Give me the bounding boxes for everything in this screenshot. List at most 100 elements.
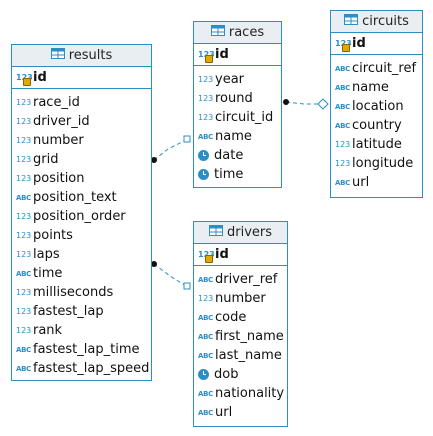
number-type-icon: 123 [16, 97, 32, 107]
pk-label: id [33, 70, 47, 85]
field-name: driver_id [33, 114, 90, 129]
field-name: fastest_lap_speed [33, 361, 150, 376]
number-type-icon: 123 [16, 173, 32, 183]
field-row[interactable]: dob [194, 365, 287, 384]
primary-key-row[interactable]: 123 id [194, 44, 281, 66]
entity-drivers[interactable]: drivers 123 id ABCdriver_ref123numberABC… [193, 221, 288, 427]
entity-header[interactable]: results [12, 45, 151, 67]
field-name: rank [33, 323, 63, 338]
pk-label: id [352, 36, 366, 51]
text-type-icon: ABC [198, 132, 213, 141]
entity-title: races [228, 25, 265, 40]
key-icon: 123 [16, 73, 33, 86]
text-type-icon: ABC [335, 178, 350, 187]
field-name: fastest_lap_time [33, 342, 140, 357]
text-type-icon: ABC [335, 102, 350, 111]
number-type-icon: 123 [16, 230, 32, 240]
field-name: circuit_ref [352, 61, 417, 76]
key-icon: 123 [198, 50, 215, 63]
text-type-icon: ABC [16, 193, 31, 202]
entity-circuits[interactable]: circuits 123 id ABCcircuit_refABCnameABC… [330, 10, 423, 198]
text-type-icon: ABC [16, 364, 31, 373]
clock-icon [198, 150, 209, 161]
field-name: dob [214, 367, 239, 382]
entity-header[interactable]: races [194, 22, 281, 44]
entity-header[interactable]: circuits [331, 11, 422, 33]
number-type-icon: 123 [16, 135, 32, 145]
primary-key-row[interactable]: 123 id [12, 67, 151, 89]
number-type-icon: 123 [16, 325, 32, 335]
primary-key-row[interactable]: 123 id [194, 244, 287, 266]
text-type-icon: ABC [198, 351, 213, 360]
field-name: time [33, 266, 63, 281]
text-type-icon: ABC [198, 408, 213, 417]
field-name: first_name [215, 329, 284, 344]
field-row[interactable]: time [194, 165, 281, 184]
number-type-icon: 123 [16, 306, 32, 316]
pk-label: id [215, 247, 229, 262]
number-type-icon: 123 [16, 287, 32, 297]
field-name: position_order [33, 209, 126, 224]
field-name: fastest_lap [33, 304, 104, 319]
entity-header[interactable]: drivers [194, 222, 287, 244]
field-name: country [352, 118, 402, 133]
field-name: name [215, 129, 252, 144]
text-type-icon: ABC [335, 83, 350, 92]
field-name: latitude [352, 137, 402, 152]
table-icon [344, 14, 359, 29]
pk-label: id [215, 47, 229, 62]
field-row[interactable]: date [194, 146, 281, 165]
field-name: driver_ref [215, 272, 278, 287]
text-type-icon: ABC [198, 313, 213, 322]
number-type-icon: 123 [198, 293, 214, 303]
field-name: location [352, 99, 404, 114]
field-name: circuit_id [215, 110, 274, 125]
clock-icon [198, 169, 209, 180]
text-type-icon: ABC [198, 389, 213, 398]
number-type-icon: 123 [198, 74, 214, 84]
entity-results[interactable]: results 123 id 123race_id123driver_id123… [11, 44, 152, 381]
field-name: longitude [352, 156, 414, 171]
field-name: position_text [33, 190, 117, 205]
primary-key-row[interactable]: 123 id [331, 33, 422, 55]
key-icon: 123 [335, 39, 352, 52]
text-type-icon: ABC [335, 64, 350, 73]
field-name: grid [33, 152, 59, 167]
entity-races[interactable]: races 123 id 123year123round123circuit_i… [193, 21, 282, 188]
